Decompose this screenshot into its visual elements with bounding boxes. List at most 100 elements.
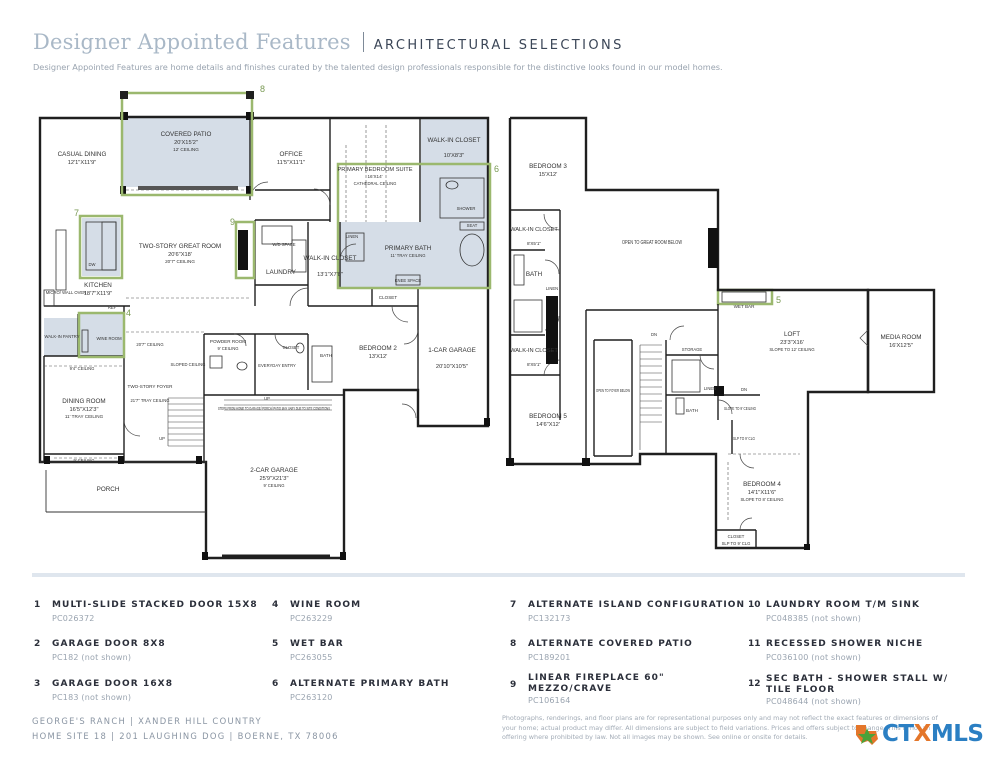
pantry-area: [44, 318, 78, 356]
label-ref: REF: [108, 305, 117, 310]
label-powder-room: POWDER ROOM: [210, 339, 246, 344]
dim-bedroom3: 15'X12': [539, 172, 558, 178]
feature-item: 12 SEC BATH - SHOWER STALL W/ TILE FLOOR…: [748, 674, 968, 710]
label-wic-b: WALK-IN CLOSET: [510, 348, 558, 354]
note-primary-bath: 11' TRAY CEILING: [391, 253, 426, 258]
dim-great-room: 20'6"X18': [168, 252, 192, 258]
label-casual-dining: CASUAL DINING: [58, 151, 107, 158]
dim-office: 11'5"X11'1": [277, 160, 305, 166]
title-divider: [362, 32, 364, 52]
second-floor-plan: [506, 116, 936, 550]
feature-number: 2: [34, 639, 41, 649]
label-covered-patio: COVERED PATIO: [161, 131, 212, 138]
feature-code: PC048644 (not shown): [766, 697, 862, 706]
feature-item: 4 WINE ROOM PC263229: [272, 600, 492, 628]
feature-item: 2 GARAGE DOOR 8X8 PC182 (not shown): [34, 639, 254, 667]
feature-number: 5: [272, 639, 279, 649]
label-sloped-ceiling: SLOPED CEILING: [171, 362, 206, 367]
feature-name: ALTERNATE ISLAND CONFIGURATION: [528, 600, 746, 610]
label-wet-bar: WET BAR: [734, 304, 756, 309]
address-line: HOME SITE 18 | 201 LAUGHING DOG | BOERNE…: [32, 731, 339, 741]
label-linen-loft: LINEN: [704, 386, 716, 391]
disclaimer: Photographs, renderings, and floor plans…: [502, 714, 938, 741]
label-bath-loft: BATH: [686, 408, 698, 413]
label-laundry: LAUNDRY: [266, 269, 297, 276]
dim-covered-patio: 20'X15'2": [174, 140, 198, 146]
marker-corners: [120, 91, 254, 99]
dim-wic-b: 8'X5'1": [527, 362, 541, 367]
label-up-garage: UP: [264, 396, 270, 401]
label-great-room: TWO-STORY GREAT ROOM: [139, 243, 221, 250]
label-open-foyer: OPEN TO FOYER BELOW: [596, 388, 630, 393]
feature-number: 7: [510, 600, 517, 610]
label-seat: SEAT: [467, 223, 478, 228]
feature-name: MULTI-SLIDE STACKED DOOR 15X8: [52, 600, 258, 610]
marker-9: 9: [230, 217, 235, 227]
label-media-room: MEDIA ROOM: [881, 334, 922, 341]
feature-code: PC036100 (not shown): [766, 653, 862, 662]
feature-number: 9: [510, 680, 517, 690]
note-closet-b4: SLP TO 9' CLG: [722, 541, 751, 546]
label-walk-in-closet: WALK-IN CLOSET: [428, 137, 481, 144]
feature-code: PC026372: [52, 614, 95, 623]
label-bedroom2: BEDROOM 2: [359, 345, 397, 352]
label-storage: STORAGE: [682, 347, 703, 352]
feature-number: 6: [272, 679, 279, 689]
second-floor-labels: BEDROOM 3 15'X12' WALK-IN CLOSET 8'X5'1"…: [510, 163, 921, 546]
label-closet-b4: CLOSET: [728, 534, 745, 539]
media-room-walls: [866, 288, 936, 394]
label-walk-in-pantry: WALK-IN PANTRY: [44, 334, 79, 339]
note-dining: 11' TRAY CEILING: [65, 414, 104, 419]
label-linen: LINEN: [346, 234, 358, 239]
label-closet: CLOSET: [379, 295, 398, 300]
covered-patio-area: [122, 117, 250, 187]
label-garage1: 1-CAR GARAGE: [428, 347, 476, 354]
page-description: Designer Appointed Features are home det…: [33, 62, 723, 72]
second-floor-interior-walls: [510, 209, 760, 548]
label-dn-stairs: DN: [651, 332, 657, 337]
second-floor-black-marks: [506, 228, 810, 550]
dim-walk-in-closet: 10'X8'3": [444, 153, 465, 159]
label-linen-up: LINEN: [546, 286, 558, 291]
feature-name: LAUNDRY ROOM T/M SINK: [766, 600, 921, 610]
label-bath-up: BATH: [526, 271, 543, 278]
wine-room-outline: [77, 311, 126, 359]
label-knee-space: KNEE SPACE: [395, 278, 422, 283]
dim-walk-in-closet-2: 13'1"X7'8": [317, 272, 343, 278]
dim-bedroom5: 14'6"X12': [536, 422, 560, 428]
fixtures: [43, 177, 485, 383]
alternate-primary-bath-outline: [336, 162, 492, 290]
feature-name: RECESSED SHOWER NICHE: [766, 639, 924, 649]
section-divider: [32, 573, 965, 577]
dim-bedroom4: 14'1"X11'6": [748, 490, 777, 496]
feature-number: 1: [34, 600, 41, 610]
note-powder-room: 9' CEILING: [217, 346, 238, 351]
label-up-foyer: UP: [159, 436, 165, 441]
label-bedroom5: BEDROOM 5: [529, 413, 567, 420]
feature-code: PC263055: [290, 653, 333, 662]
label-dw: DW: [89, 262, 96, 267]
label-kitchen: KITCHEN: [84, 282, 112, 289]
label-wic-a: WALK-IN CLOSET: [510, 227, 558, 233]
second-floor-fixtures: [513, 254, 767, 415]
feature-name: ALTERNATE COVERED PATIO: [528, 639, 693, 649]
ctxmls-logo: CTXMLS: [852, 719, 984, 749]
kitchen-island-area: [82, 218, 120, 276]
dim-media-room: 16'X12'5": [889, 343, 913, 349]
label-bedroom4: BEDROOM 4: [743, 481, 781, 488]
label-primary-bath: PRIMARY BATH: [385, 245, 432, 252]
multi-slide-door: [138, 186, 238, 190]
feature-item: 10 LAUNDRY ROOM T/M SINK PC048385 (not s…: [748, 600, 968, 628]
note-bedroom4: SLOPE TO 8' CEILING: [740, 497, 783, 502]
label-open-great: OPEN TO GREAT ROOM BELOW: [622, 240, 682, 246]
wine-room-area: [80, 314, 124, 356]
label-micro-wall-oven: MICRO/ WALL OVEN: [46, 290, 86, 295]
page-title: Designer Appointed Features: [33, 30, 351, 54]
label-bath: BATH: [320, 353, 332, 358]
marker-7: 7: [74, 208, 79, 218]
label-dn-loft: DN: [741, 387, 747, 392]
label-loft: LOFT: [784, 331, 800, 338]
fireplace-hearth: [234, 220, 256, 280]
alternate-covered-patio-outline: [120, 91, 254, 197]
